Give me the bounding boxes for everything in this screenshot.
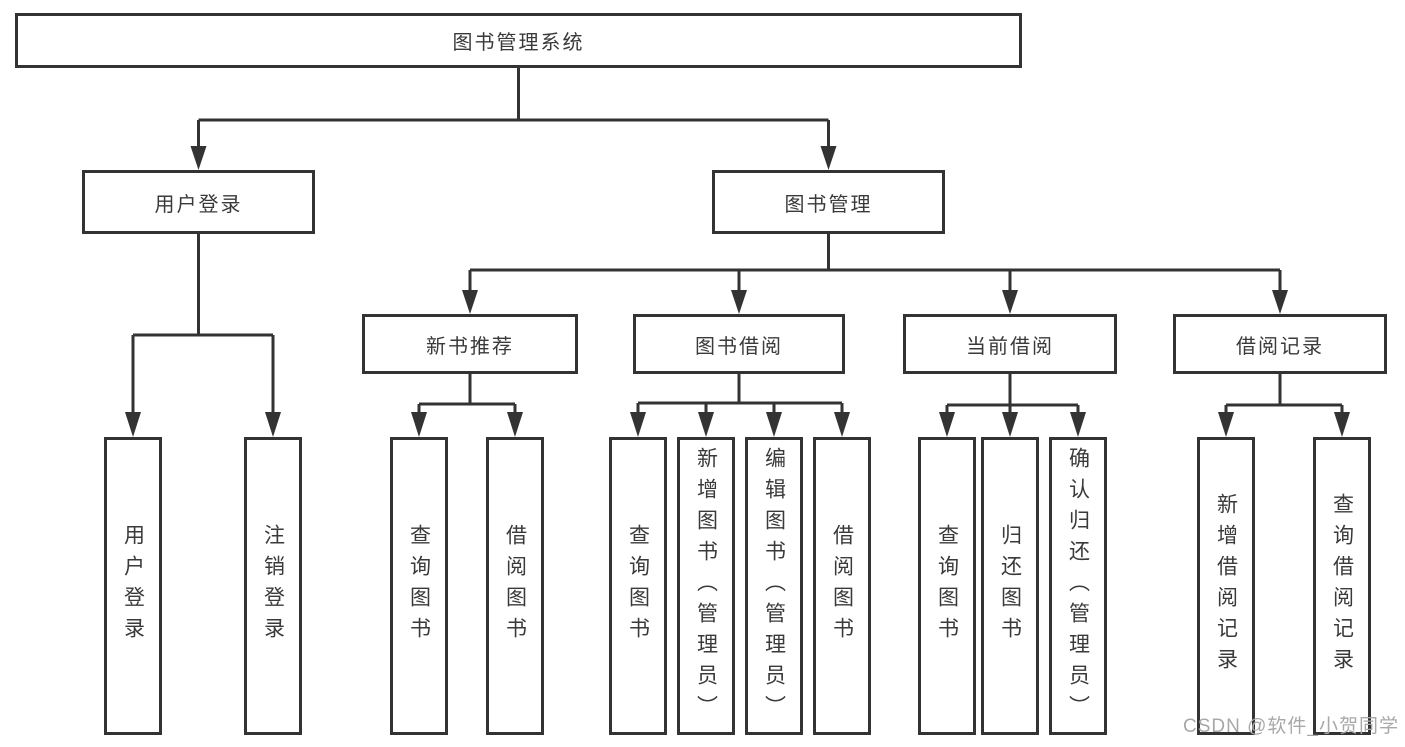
node-leaf-borrow-book: 借阅图书 <box>813 437 871 735</box>
node-leaf-query-book-borrow-label: 查询图书 <box>626 524 650 648</box>
node-leaf-return-book: 归还图书 <box>981 437 1039 735</box>
csdn-watermark: CSDN @软件_小贺同学 <box>1183 716 1399 737</box>
node-user-login: 用户登录 <box>82 170 315 234</box>
node-leaf-query-book-current: 查询图书 <box>918 437 976 735</box>
node-root-library-system: 图书管理系统 <box>15 13 1022 68</box>
node-new-book-recommend: 新书推荐 <box>362 314 578 374</box>
node-borrowing-records: 借阅记录 <box>1173 314 1387 374</box>
node-leaf-return-book-label: 归还图书 <box>998 524 1022 648</box>
node-leaf-query-book-borrow: 查询图书 <box>609 437 667 735</box>
connector-root-to-children <box>190 68 837 170</box>
connector-new-book-rec-to-children <box>411 374 523 437</box>
node-leaf-logout: 注销登录 <box>244 437 302 735</box>
node-leaf-query-book-recommend: 查询图书 <box>390 437 448 735</box>
node-leaf-edit-book-admin-label: 编辑图书（管理员） <box>762 446 786 726</box>
connector-book-borrow-to-children <box>630 374 850 437</box>
node-leaf-user-login-label: 用户登录 <box>121 524 145 648</box>
node-book-management: 图书管理 <box>712 170 945 234</box>
node-leaf-edit-book-admin: 编辑图书（管理员） <box>745 437 803 735</box>
node-leaf-borrow-book-recommend-label: 借阅图书 <box>503 524 527 648</box>
node-leaf-add-book-admin-label: 新增图书（管理员） <box>694 446 718 726</box>
node-leaf-query-book-recommend-label: 查询图书 <box>407 524 431 648</box>
node-leaf-add-borrow-record-label: 新增借阅记录 <box>1214 493 1238 679</box>
node-leaf-add-book-admin: 新增图书（管理员） <box>677 437 735 735</box>
node-leaf-query-book-current-label: 查询图书 <box>935 524 959 648</box>
node-leaf-add-borrow-record: 新增借阅记录 <box>1197 437 1255 735</box>
connector-borrow-records-to-children <box>1218 374 1350 437</box>
node-leaf-query-borrow-record-label: 查询借阅记录 <box>1330 493 1354 679</box>
node-leaf-borrow-book-label: 借阅图书 <box>830 524 854 648</box>
node-leaf-confirm-return-admin: 确认归还（管理员） <box>1049 437 1107 735</box>
connector-current-borrow-to-children <box>939 374 1086 437</box>
node-leaf-logout-label: 注销登录 <box>261 524 285 648</box>
node-current-borrowing: 当前借阅 <box>903 314 1117 374</box>
connector-user-login-to-children <box>125 234 281 437</box>
node-leaf-borrow-book-recommend: 借阅图书 <box>486 437 544 735</box>
node-book-borrowing: 图书借阅 <box>633 314 845 374</box>
connector-book-mgmt-to-children <box>462 234 1288 314</box>
node-leaf-confirm-return-admin-label: 确认归还（管理员） <box>1066 446 1090 726</box>
node-leaf-query-borrow-record: 查询借阅记录 <box>1313 437 1371 735</box>
node-leaf-user-login: 用户登录 <box>104 437 162 735</box>
